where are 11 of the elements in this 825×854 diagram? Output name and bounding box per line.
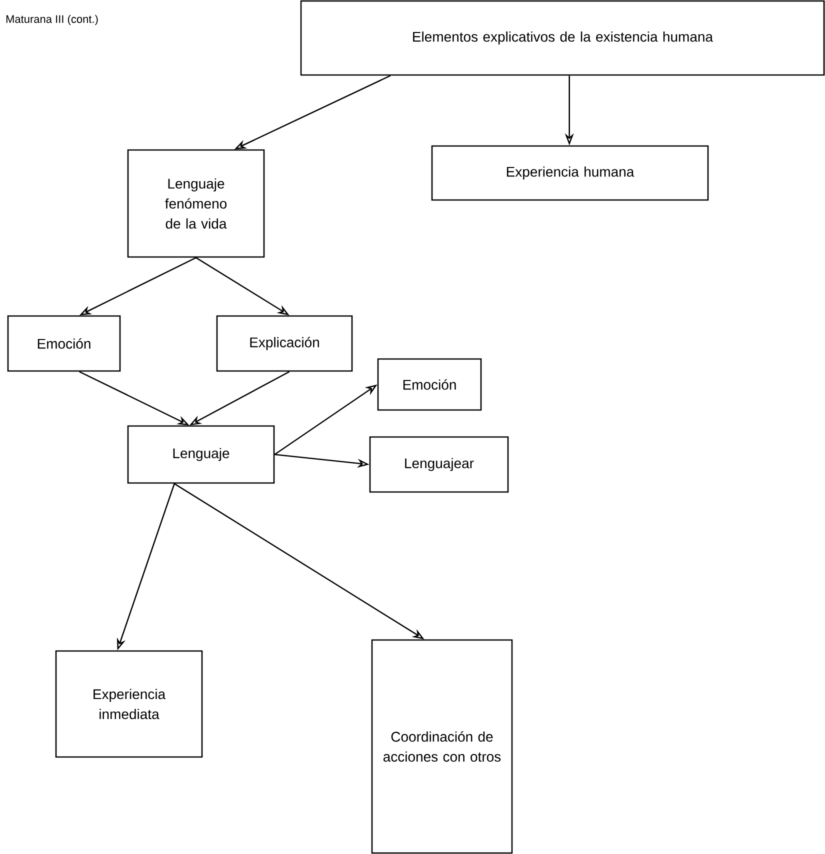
box: Experiencia inmediata	[55, 650, 203, 758]
box: Emoción	[7, 315, 121, 372]
box: Explicación	[216, 315, 353, 372]
box: Lenguaje fenómeno de la vida	[127, 149, 265, 258]
box: Experiencia humana	[431, 145, 709, 201]
title: Maturana III (cont.)	[6, 14, 98, 26]
box: Coordinación de acciones con otros	[371, 639, 513, 854]
box: Lenguajear	[369, 436, 509, 493]
box: Elementos explicativos de la existencia humana	[300, 0, 825, 76]
box: Lenguaje	[127, 425, 275, 484]
box: Emoción	[377, 358, 482, 411]
